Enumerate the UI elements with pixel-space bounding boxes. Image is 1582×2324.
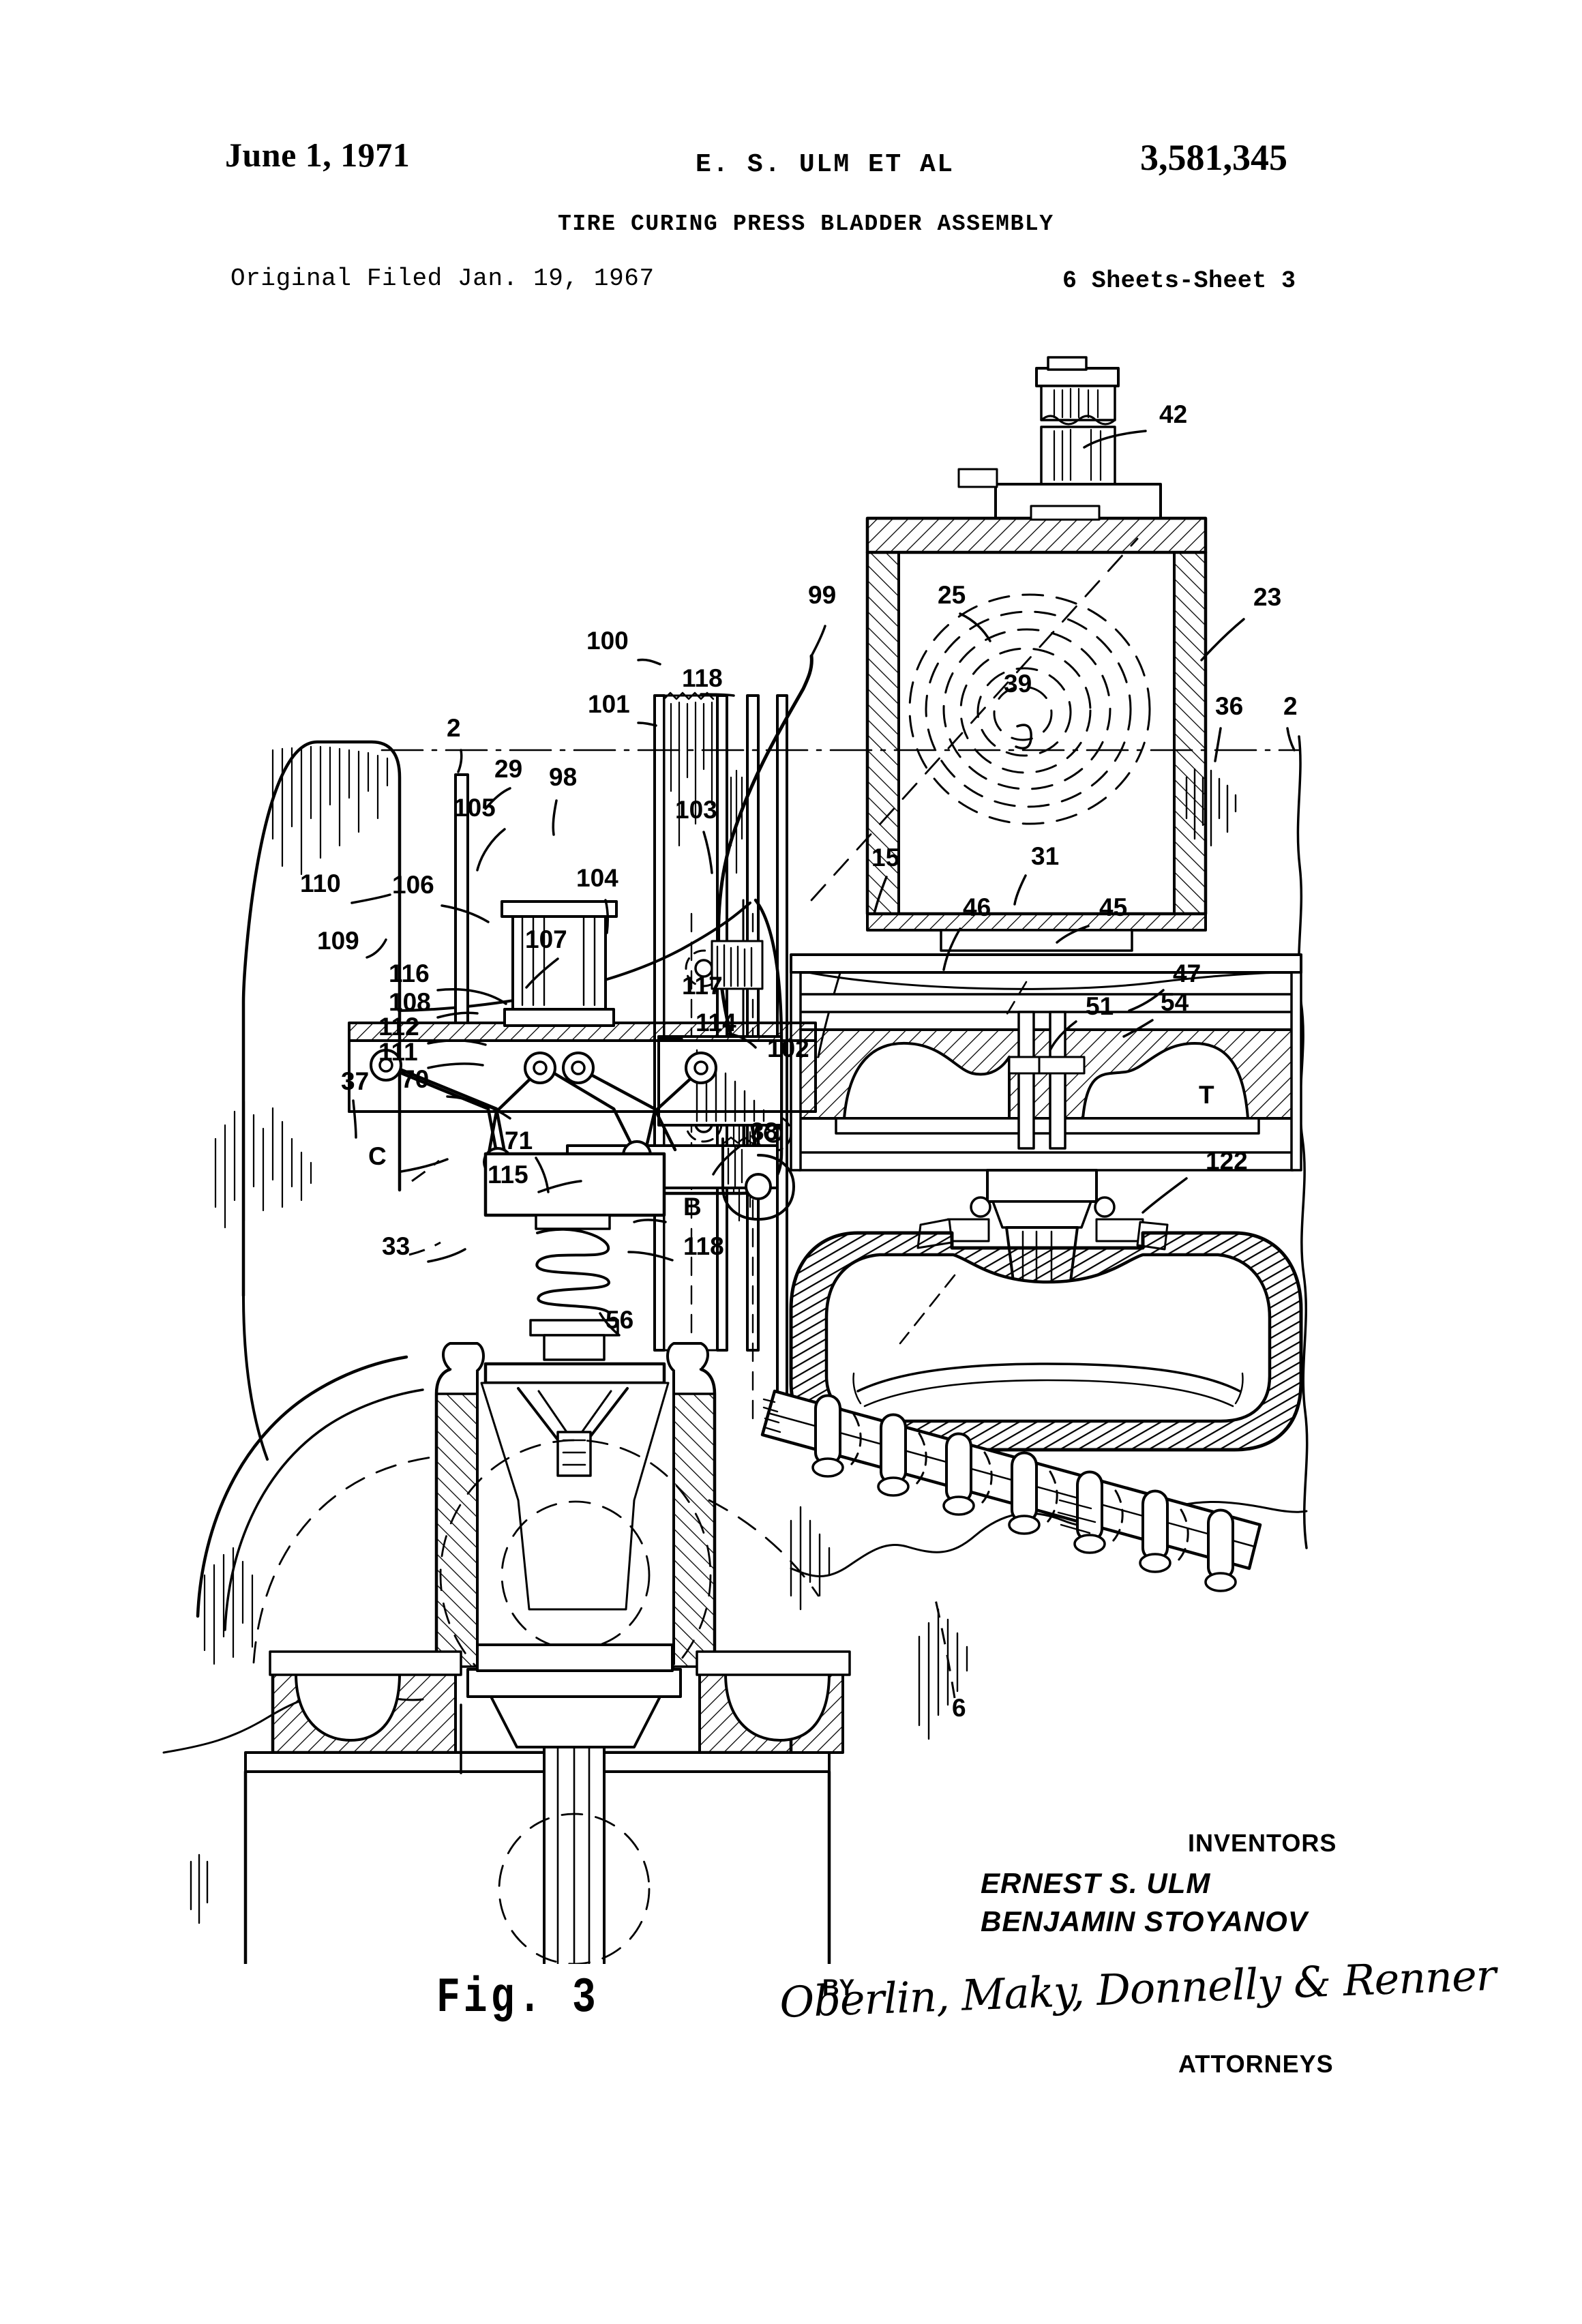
patent-title: TIRE CURING PRESS BLADDER ASSEMBLY	[558, 211, 1054, 237]
figure-label: Fig. 3	[436, 1971, 599, 2027]
callout-102: 102	[767, 1034, 809, 1062]
callout-98: 98	[549, 763, 577, 791]
callout-109: 109	[317, 927, 359, 955]
patent-number: 3,581,345	[1140, 137, 1287, 178]
figure-drawing: 42 99 25 23 100 118 39 101 36 2 2 29 98 105 103 15 31 110…	[162, 356, 1309, 1964]
callout-6: 6	[952, 1694, 966, 1722]
cylinder-assembly-23	[810, 356, 1208, 952]
callout-111: 111	[378, 1038, 418, 1066]
upper-platen-assembly	[790, 953, 1302, 1172]
callout-29: 29	[494, 755, 522, 783]
callout-31: 31	[1031, 842, 1059, 870]
callout-B: B	[683, 1193, 702, 1221]
left-frame-block	[203, 740, 402, 1665]
callout-118: 118	[683, 1232, 724, 1260]
callout-117: 117	[682, 972, 723, 1000]
callout-39: 39	[1004, 670, 1032, 698]
patent-header: June 1, 1971 E. S. ULM ET AL 3,581,345 T…	[0, 0, 1582, 321]
callout-54: 54	[1161, 988, 1189, 1016]
callout-116: 116	[389, 959, 430, 987]
bladder-mechanism-plate	[348, 773, 817, 1611]
callout-47: 47	[1173, 959, 1201, 987]
callout-numbers: 42 99 25 23 100 118 39 101 36 2 2 29 98 105 103 15 31 110…	[300, 400, 1298, 1722]
tire-cross-section	[789, 1231, 1303, 1452]
by-label: BY	[822, 1975, 855, 2001]
callout-45: 45	[1099, 893, 1127, 921]
callout-103: 103	[675, 796, 717, 824]
callout-56: 56	[606, 1306, 633, 1334]
callout-23: 23	[1253, 583, 1281, 611]
callout-108: 108	[389, 988, 431, 1016]
callout-110: 110	[300, 869, 341, 897]
callout-51: 51	[1086, 992, 1114, 1020]
callout-36: 36	[1215, 692, 1243, 720]
callout-33: 33	[382, 1232, 410, 1260]
inventor-name-2: BENJAMIN STOYANOV	[981, 1905, 1308, 1937]
callout-105: 105	[453, 794, 496, 822]
inventor-name-1: ERNEST S. ULM	[981, 1867, 1211, 1899]
base-plate-assembly	[243, 1643, 851, 1964]
patent-footer	[0, 1800, 1582, 2324]
publication-date: June 1, 1971	[225, 136, 411, 174]
callout-C: C	[368, 1142, 387, 1170]
inventors-heading: INVENTORS	[1188, 1829, 1337, 1857]
callout-114: 114	[696, 1009, 736, 1037]
sheet-indicator: 6 Sheets-Sheet 3	[1062, 267, 1296, 295]
callout-2: 2	[1283, 692, 1298, 720]
callout-2: 2	[447, 714, 461, 742]
callout-115: 115	[488, 1161, 528, 1189]
callout-107: 107	[525, 925, 567, 953]
callout-25: 25	[938, 581, 966, 609]
callout-122: 122	[1206, 1147, 1248, 1175]
dashed-leaders	[408, 1159, 956, 1699]
callout-T: T	[1199, 1081, 1214, 1109]
chain-conveyor-122	[760, 1389, 1262, 1592]
callout-70: 70	[401, 1065, 429, 1093]
callout-104: 104	[576, 864, 618, 892]
callout-42: 42	[1159, 400, 1187, 428]
callout-38: 38	[750, 1118, 778, 1146]
inventor-line: E. S. ULM ET AL	[696, 150, 955, 179]
callout-37: 37	[341, 1067, 369, 1095]
callout-106: 106	[392, 871, 434, 899]
callout-112: 112	[378, 1013, 419, 1041]
callout-46: 46	[963, 893, 991, 921]
leader-lines	[350, 430, 1296, 1337]
break-hatching	[190, 768, 1237, 1924]
callout-101: 101	[588, 690, 630, 718]
filing-date: Original Filed Jan. 19, 1967	[230, 265, 655, 293]
callout-71: 71	[505, 1127, 533, 1154]
attorneys-label: ATTORNEYS	[1178, 2050, 1334, 2078]
callout-118: 118	[682, 664, 723, 692]
callout-99: 99	[808, 581, 836, 609]
patent-figure: 42 99 25 23 100 118 39 101 36 2 2 29 98 105 103 15 31 110…	[0, 300, 1582, 1964]
callout-15: 15	[871, 844, 899, 872]
callout-100: 100	[586, 627, 629, 655]
